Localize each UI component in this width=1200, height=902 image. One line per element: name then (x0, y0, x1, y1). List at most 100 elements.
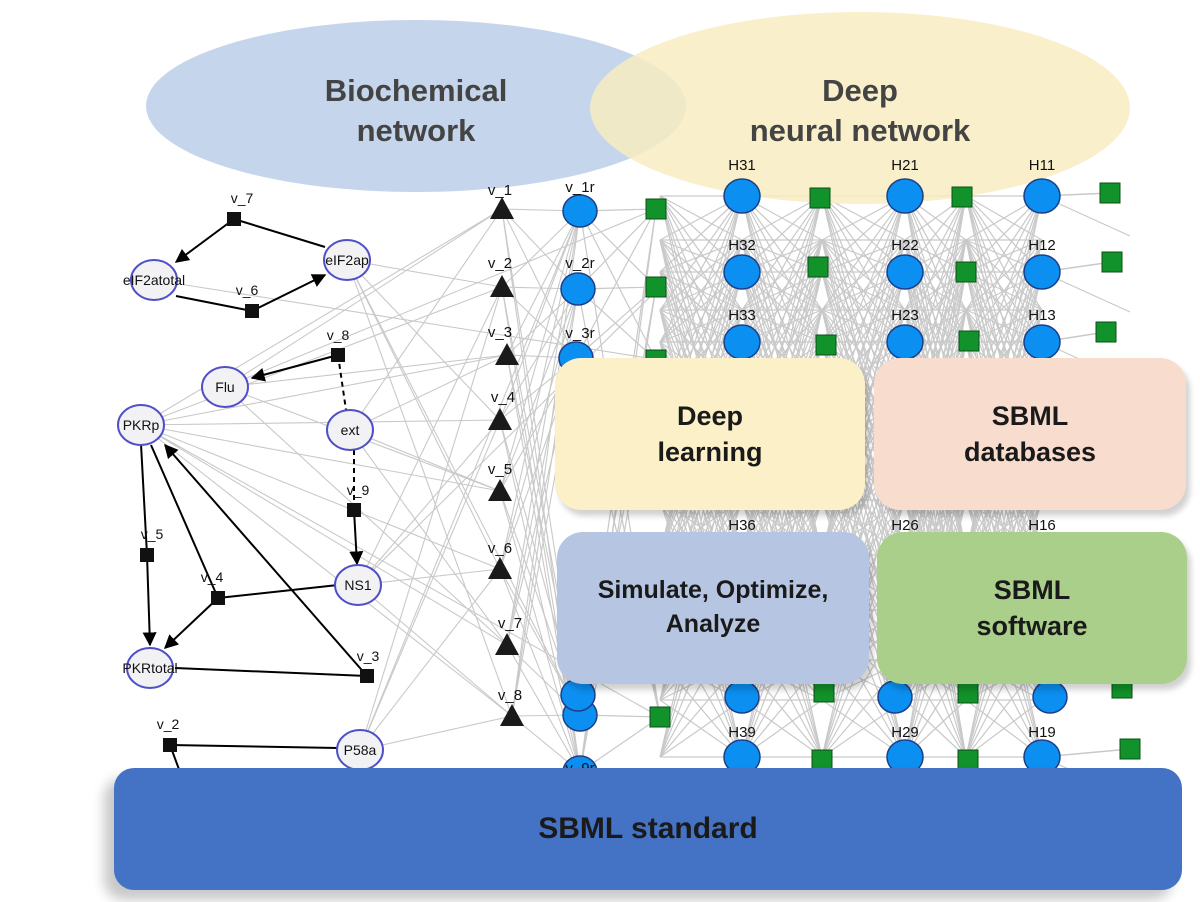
sbml-software-line1: SBML (993, 574, 1071, 605)
connection-line (501, 210, 581, 288)
hidden-node-h21: H21 (886, 157, 924, 214)
species-circle (326, 409, 374, 451)
connection-line (821, 195, 906, 343)
connection-line (575, 208, 657, 359)
species-label: ext (341, 422, 360, 438)
reaction-edge (233, 218, 326, 248)
input-node-v-3: v_3 (488, 324, 519, 365)
reaction-square (211, 591, 225, 605)
connection-line (659, 195, 743, 343)
neuron-label: H29 (891, 724, 919, 741)
weight-square (645, 276, 667, 298)
connection-line (577, 288, 657, 361)
input-node-v-8: v_8 (498, 687, 524, 726)
connection-line (659, 195, 743, 273)
connection-line (140, 424, 513, 717)
reaction-node-v-6: v_6 (236, 282, 259, 318)
input-label: v_5 (488, 461, 512, 478)
reaction-label: v_9 (347, 482, 370, 498)
neuron-circle (723, 254, 761, 290)
connection-line (499, 210, 581, 421)
input-label: v_7 (498, 615, 522, 632)
neuron-label: H39 (728, 724, 756, 741)
reaction-edge (164, 443, 368, 677)
hidden-node-h32: H32 (723, 237, 761, 290)
input-triangle (490, 197, 514, 219)
reaction-edge (150, 444, 219, 599)
weight-square (1095, 321, 1117, 343)
connection-line (506, 210, 581, 356)
connection-line (965, 195, 1043, 311)
species-circle (323, 239, 371, 281)
hidden-node-h23: H23 (886, 307, 924, 360)
neuron-label: H32 (728, 237, 756, 254)
weight-square (813, 681, 835, 703)
connection-line (349, 429, 508, 646)
reaction-square (360, 669, 374, 683)
connection-line (140, 286, 503, 426)
connection-line (821, 239, 906, 311)
reaction-edge (217, 584, 339, 599)
neural-label-line2: neural network (750, 113, 971, 148)
connection-line (741, 195, 823, 241)
connection-line (357, 584, 513, 717)
weight-square (955, 261, 977, 283)
connection-line (349, 354, 508, 431)
hidden-node-h22: H22 (886, 237, 924, 290)
deep-learning-line2: learning (657, 437, 763, 467)
hidden-node-h29: H29 (886, 724, 924, 775)
connection-line (659, 195, 743, 311)
connection-line (741, 239, 823, 311)
species-node-ns1: NS1 (334, 564, 382, 606)
connection-line (579, 210, 657, 361)
input-label: v_8 (498, 687, 522, 704)
connection-line (965, 699, 1043, 758)
connection-line (359, 715, 513, 751)
reaction-square (245, 304, 259, 318)
neuron-circle (723, 178, 761, 214)
neuron-circle (886, 254, 924, 290)
weight-square (1099, 182, 1121, 204)
sbml-databases-line2: databases (963, 437, 1097, 467)
input-triangle (488, 557, 512, 579)
connection-line (140, 424, 501, 492)
neuron-label: H13 (1028, 307, 1056, 324)
reaction-node-v-7: v_7 (227, 190, 253, 226)
species-node-pkrtotal: PKRtotal (122, 647, 178, 689)
neuron-label: H36 (728, 517, 756, 534)
neuron-circle (560, 272, 596, 306)
hidden-node-h19: H19 (1023, 724, 1061, 775)
input-label: v_3 (488, 324, 512, 341)
reaction-label: v_4 (201, 569, 224, 585)
weight-square (649, 706, 671, 728)
weight-square (951, 186, 973, 208)
input-node-v-5: v_5 (488, 461, 512, 501)
simulate-line2: Analyze (665, 610, 761, 638)
species-label: PKRtotal (122, 660, 177, 676)
deep-learning-line1: Deep (676, 400, 744, 431)
connection-line (140, 354, 508, 426)
connection-line (359, 568, 501, 751)
species-node-pkrp: PKRp (117, 404, 165, 446)
species-node-ext: ext (326, 409, 374, 451)
connection-line (224, 208, 503, 388)
neuron-label: H21 (891, 157, 919, 174)
weight-square (811, 749, 833, 771)
neuron-circle (1023, 254, 1061, 290)
input-triangle (500, 704, 524, 726)
connection-line (965, 239, 1043, 311)
connection-line (359, 419, 501, 751)
reaction-label: v_6 (236, 282, 259, 298)
reaction-edge (251, 274, 327, 312)
reaction-edges (140, 218, 368, 773)
connection-line (499, 568, 581, 773)
connection-line (499, 288, 579, 570)
reaction-node-v-2: v_2 (157, 716, 179, 752)
connection-line (821, 195, 906, 273)
connection-line (357, 419, 501, 586)
weight-square (809, 187, 831, 209)
simulate-line1: Simulate, Optimize, (597, 576, 829, 605)
